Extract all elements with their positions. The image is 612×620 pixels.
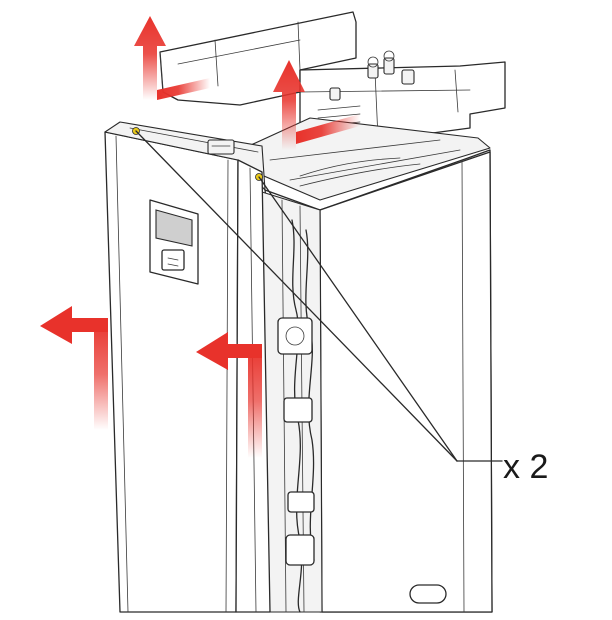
cabinet-handle-slot [409,584,447,604]
front-panel [104,121,271,613]
quantity-callout-label: x 2 [503,448,549,486]
display-panel-icon [149,199,199,285]
inner-compartment [261,191,323,613]
arrows [40,16,360,458]
lift-up-arrow-right [273,60,305,150]
callout-leaders [135,130,503,462]
pull-out-arrow-left [40,306,108,344]
lift-up-arrow-left [134,16,166,100]
pipe-connectors [329,50,415,101]
pull-out-arrow-right [196,332,262,370]
valve-assembly [277,317,313,355]
